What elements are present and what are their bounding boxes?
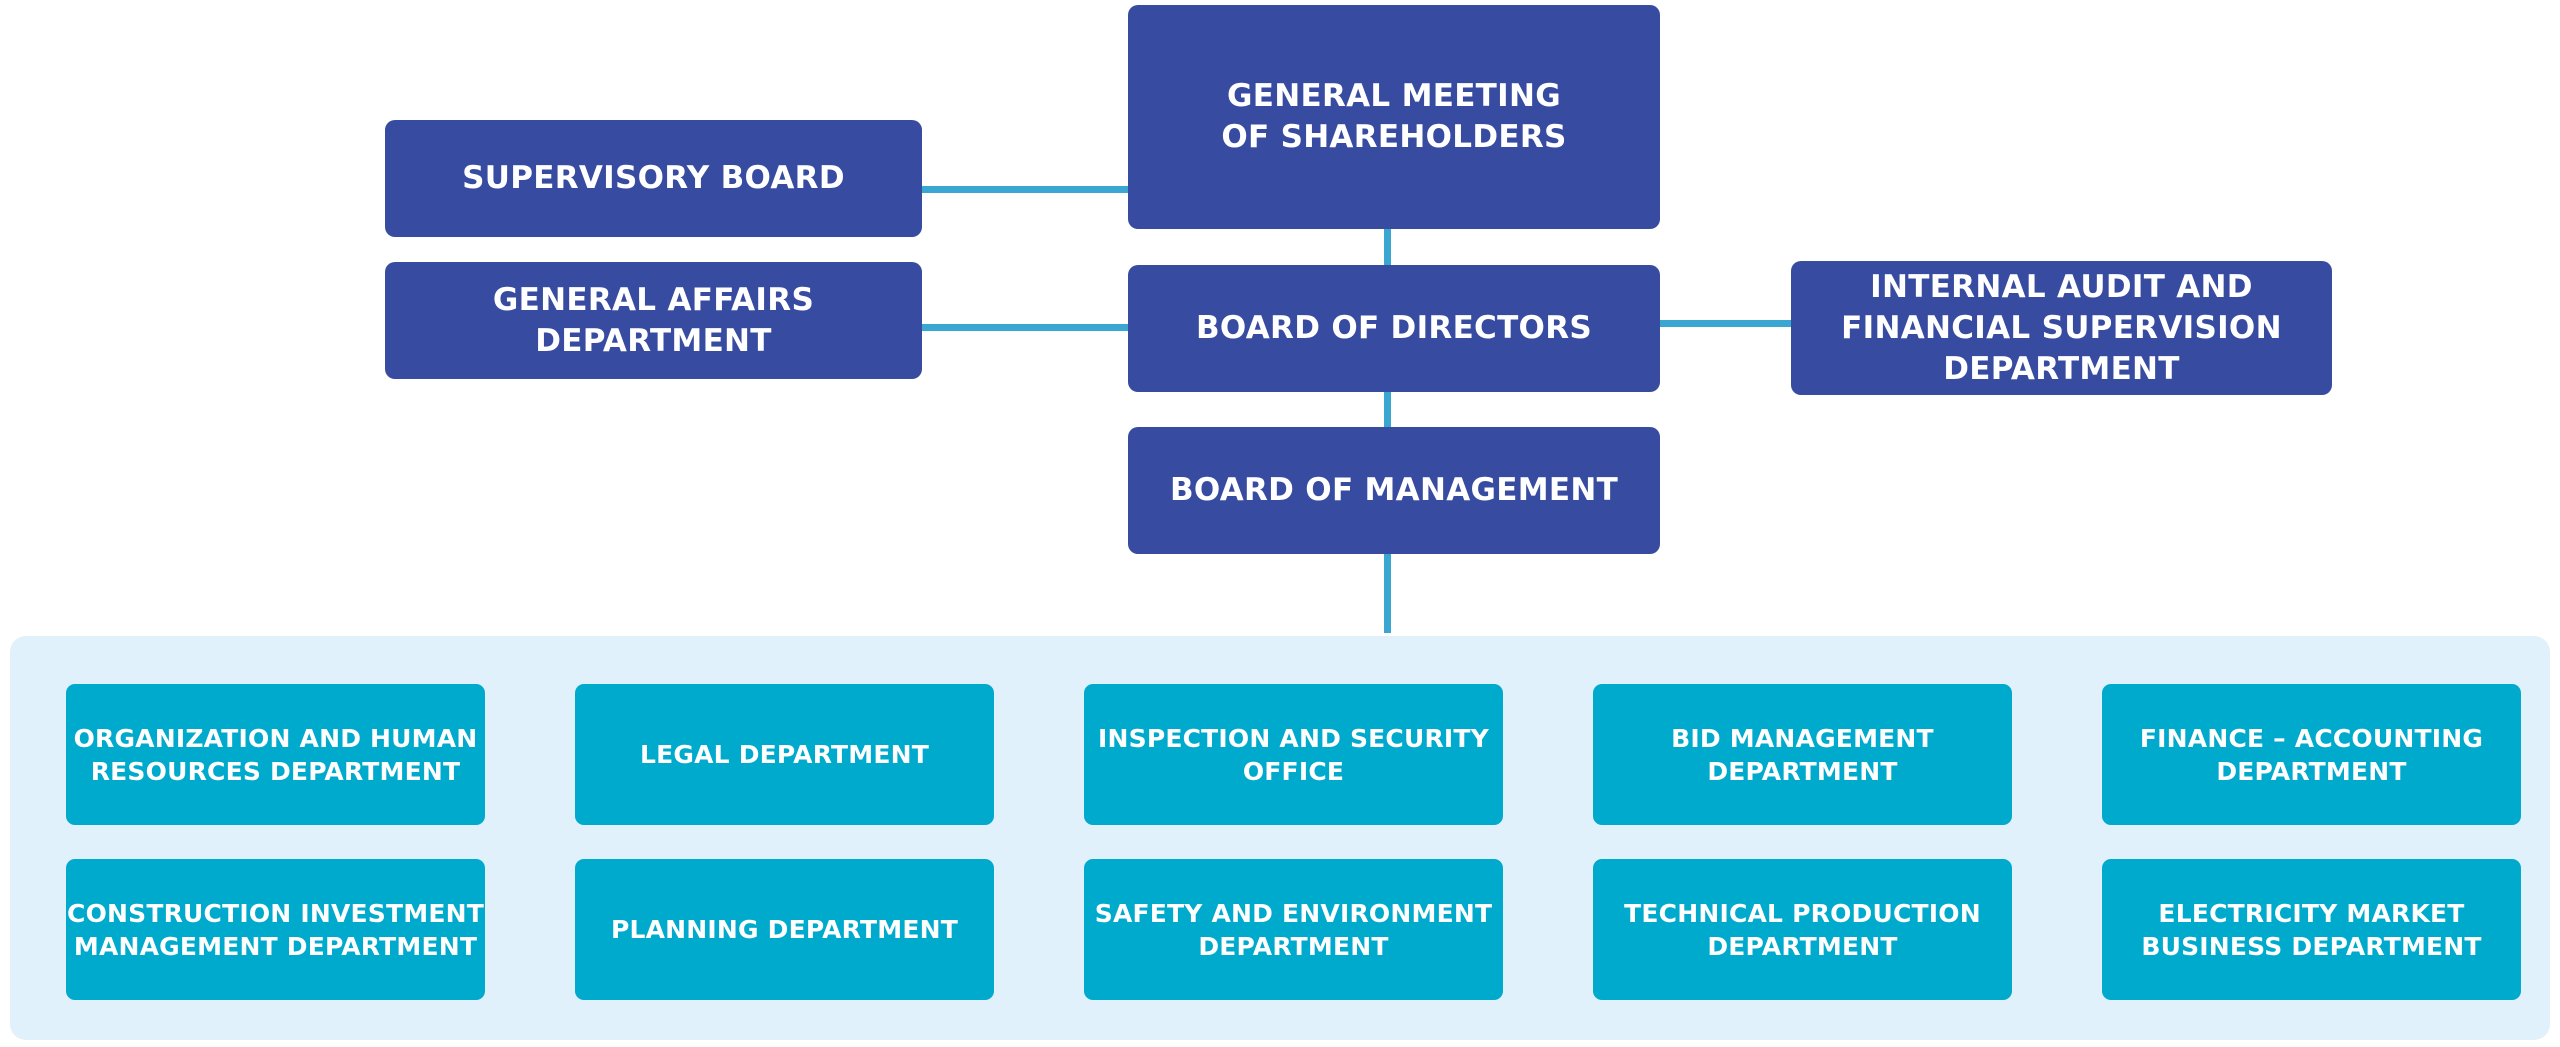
department-box: LEGAL DEPARTMENT bbox=[575, 684, 994, 825]
internal-audit-box: INTERNAL AUDIT AND FINANCIAL SUPERVISION… bbox=[1791, 261, 2332, 395]
department-box: CONSTRUCTION INVESTMENT MANAGEMENT DEPAR… bbox=[66, 859, 485, 1000]
department-label: FINANCE – ACCOUNTING DEPARTMENT bbox=[2139, 723, 2484, 786]
connector-shareholders-to-directors bbox=[1384, 228, 1391, 266]
general-affairs-label: GENERAL AFFAIRS DEPARTMENT bbox=[492, 281, 815, 359]
department-label: ORGANIZATION AND HUMAN RESOURCES DEPARTM… bbox=[73, 723, 478, 786]
supervisory-board-label: SUPERVISORY BOARD bbox=[462, 160, 845, 196]
department-box: SAFETY AND ENVIRONMENT DEPARTMENT bbox=[1084, 859, 1503, 1000]
department-box: BID MANAGEMENT DEPARTMENT bbox=[1593, 684, 2012, 825]
department-label: TECHNICAL PRODUCTION DEPARTMENT bbox=[1624, 898, 1981, 961]
connector-directors-to-management bbox=[1384, 391, 1391, 429]
connector-directors-to-internal-audit bbox=[1659, 320, 1791, 327]
board-of-management-label: BOARD OF MANAGEMENT bbox=[1169, 472, 1619, 508]
board-of-directors-box: BOARD OF DIRECTORS bbox=[1128, 265, 1660, 392]
department-box: ELECTRICITY MARKET BUSINESS DEPARTMENT bbox=[2102, 859, 2521, 1000]
department-box: PLANNING DEPARTMENT bbox=[575, 859, 994, 1000]
connector-management-to-departments bbox=[1384, 553, 1391, 633]
department-box: FINANCE – ACCOUNTING DEPARTMENT bbox=[2102, 684, 2521, 825]
board-of-directors-label: BOARD OF DIRECTORS bbox=[1195, 310, 1593, 346]
department-label: SAFETY AND ENVIRONMENT DEPARTMENT bbox=[1094, 898, 1493, 961]
connector-general-affairs-to-directors bbox=[920, 324, 1130, 331]
supervisory-board-box: SUPERVISORY BOARD bbox=[385, 120, 922, 237]
department-label: ELECTRICITY MARKET BUSINESS DEPARTMENT bbox=[2141, 898, 2482, 961]
department-box: INSPECTION AND SECURITY OFFICE bbox=[1084, 684, 1503, 825]
department-box: ORGANIZATION AND HUMAN RESOURCES DEPARTM… bbox=[66, 684, 485, 825]
connector-supervisory-to-shareholders bbox=[920, 186, 1130, 193]
board-of-management-box: BOARD OF MANAGEMENT bbox=[1128, 427, 1660, 554]
internal-audit-label: INTERNAL AUDIT AND FINANCIAL SUPERVISION… bbox=[1841, 268, 2282, 387]
department-label: BID MANAGEMENT DEPARTMENT bbox=[1671, 723, 1934, 786]
department-label: INSPECTION AND SECURITY OFFICE bbox=[1098, 723, 1489, 786]
shareholders-box: GENERAL MEETING OF SHAREHOLDERS bbox=[1128, 5, 1660, 229]
department-label: LEGAL DEPARTMENT bbox=[639, 740, 930, 769]
department-label: PLANNING DEPARTMENT bbox=[610, 915, 958, 944]
shareholders-label: GENERAL MEETING OF SHAREHOLDERS bbox=[1221, 78, 1567, 155]
general-affairs-box: GENERAL AFFAIRS DEPARTMENT bbox=[385, 262, 922, 379]
department-label: CONSTRUCTION INVESTMENT MANAGEMENT DEPAR… bbox=[67, 898, 484, 961]
department-box: TECHNICAL PRODUCTION DEPARTMENT bbox=[1593, 859, 2012, 1000]
